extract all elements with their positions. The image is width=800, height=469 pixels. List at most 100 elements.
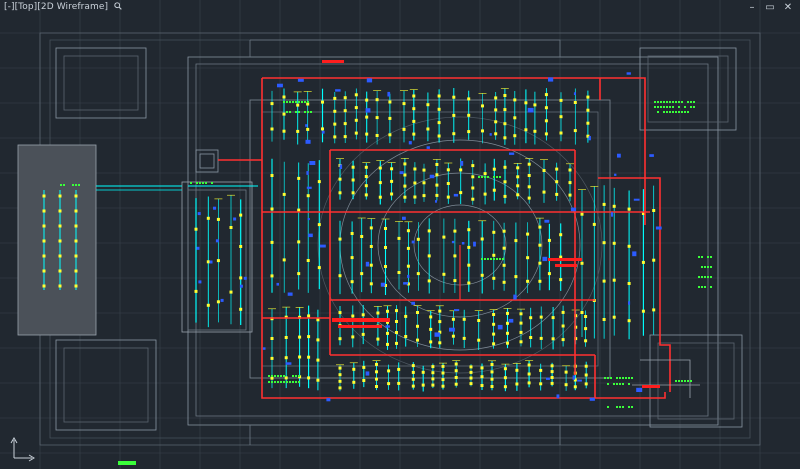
sprinkler-head [641,260,645,264]
annotation-glyph [672,106,674,108]
annotation-glyph [684,380,686,382]
sprinkler-head [586,134,590,138]
sprinkler-head [412,119,416,123]
pipe-fitting [460,161,464,166]
sprinkler-head [555,167,559,171]
sprinkler-head [506,341,509,345]
sprinkler-head [502,280,506,284]
sprinkler-head [296,103,300,107]
annotation-glyph [286,381,288,383]
pipe-fitting [509,152,515,155]
pipe-fitting [649,154,654,157]
sprinkler-head [584,364,588,368]
annotation-glyph [660,106,662,108]
sprinkler-head [527,372,531,376]
annotation-glyph [707,276,709,278]
sprinkler-head [378,195,382,199]
sprinkler-head [550,370,554,374]
sprinkler-head [427,279,431,283]
annotation-glyph [622,406,624,408]
sprinkler-head [492,313,496,316]
sprinkler-head [343,109,347,113]
sprinkler-head [502,229,506,233]
pipe-fitting [287,292,293,296]
sprinkler-head [502,246,506,250]
pipe-fitting [196,246,200,250]
sprinkler-head [544,132,548,136]
annotation-glyph [63,184,65,186]
sprinkler-head [422,181,426,185]
annotation-glyph [496,258,498,260]
sprinkler-head [538,243,542,247]
sprinkler-head [494,132,498,136]
annotation-glyph [211,182,213,184]
sprinkler-head [441,371,445,375]
sprinkler-head [352,367,356,371]
sprinkler-head [338,386,342,390]
sprinkler-head [354,118,358,122]
sprinkler-head [471,164,475,168]
sprinkler-head [306,194,310,198]
minimize-icon[interactable]: – [749,2,755,13]
sprinkler-head [551,316,555,320]
viewport-controls-label[interactable]: [-][Top][2D Wireframe] [4,2,122,12]
pipe-fitting [387,91,391,97]
annotation-glyph [710,276,712,278]
pipe-fitting [556,394,560,399]
annotation-glyph [678,380,680,382]
sprinkler-head [494,96,498,100]
sprinkler-head [516,175,520,179]
annotation-glyph [610,377,612,379]
sprinkler-head [350,256,354,260]
pipe-fitting [385,325,390,328]
annotation-glyph [707,266,709,268]
restore-icon[interactable]: ▭ [765,2,775,13]
pipe-fitting [461,242,465,245]
sprinkler-head [584,373,588,377]
sprinkler-head [516,193,520,197]
sprinkler-head [492,332,496,336]
sprinkler-head [350,232,354,235]
annotation-glyph [663,111,665,113]
sprinkler-head [513,98,517,102]
annotation-glyph [304,101,306,103]
pipe-fitting [365,371,370,376]
sprinkler-head [454,369,458,373]
sprinkler-head [362,379,366,382]
pipe-fitting [628,301,631,305]
sprinkler-head [58,209,62,213]
sprinkler-head [492,188,496,192]
drawing-marker [118,461,136,465]
sprinkler-head [514,239,518,243]
pipe-fitting [215,239,219,243]
sprinkler-head [354,93,358,97]
sprinkler-head [216,300,220,304]
sprinkler-head [369,226,373,230]
sprinkler-head [206,216,210,220]
annotation-glyph [666,106,668,108]
annotation-glyph [607,406,609,408]
annotation-glyph [286,101,288,103]
building-outline [17,32,761,446]
annotation-glyph [701,286,703,288]
sprinkler-head [42,209,46,213]
sprinkler-head [435,163,439,166]
pipe-fitting [546,377,550,380]
sprinkler-branch-lines [195,88,655,392]
sprinkler-head [544,93,548,97]
sprinkler-head [270,207,274,211]
pipe-fitting [626,72,631,75]
search-icon[interactable] [114,2,122,10]
pipe-fitting [321,130,325,134]
sprinkler-head [527,185,531,189]
sprinkler-head [270,337,274,340]
sprinkler-head [564,383,568,387]
annotation-glyph [607,383,609,385]
sprinkler-head [397,271,401,274]
sprinkler-head [239,245,243,248]
close-icon[interactable]: ✕ [783,2,793,13]
annotation-glyph [678,111,680,113]
annotation-glyph [205,182,207,184]
